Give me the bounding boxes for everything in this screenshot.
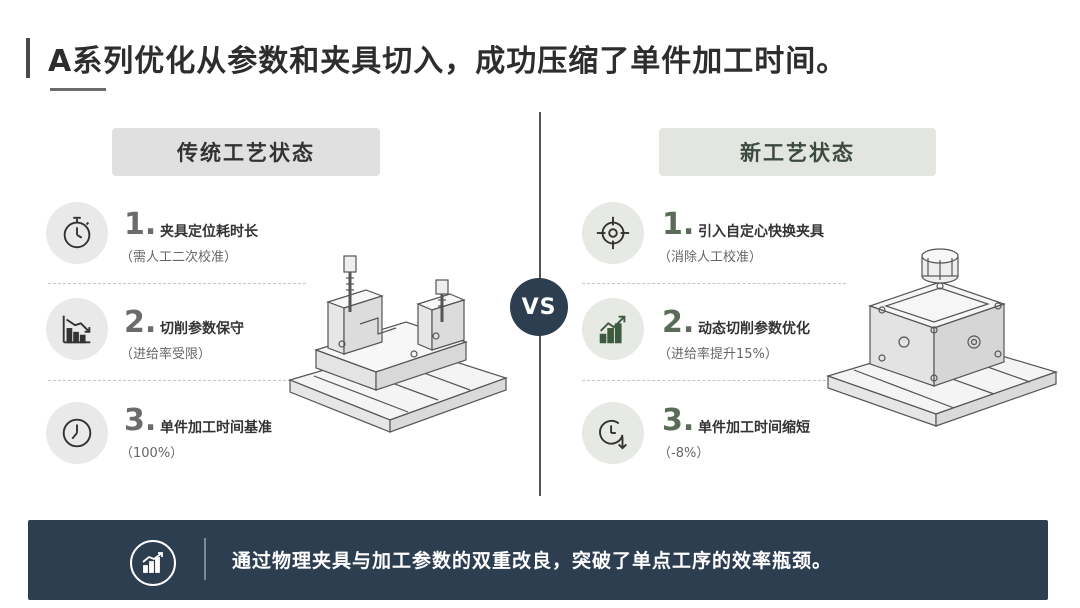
footer-banner [28,520,1048,600]
right-item-1-title: 引入自定心快换夹具 [698,224,824,240]
clock-down-arrow-icon [582,402,644,464]
left-item-3-number: 3. [124,403,157,438]
quick-change-fixture-illustration [826,248,1058,427]
left-item-2-number: 2. [124,305,157,340]
bar-chart-up-icon [582,298,644,360]
right-item-3-title: 单件加工时间缩短 [698,420,810,436]
left-panel-header: 传统工艺状态 [112,128,380,176]
title-accent-bar [26,38,30,78]
growth-chart-icon [130,540,176,586]
right-item-2-sub: （进给率提升15%） [658,347,778,362]
clock-icon [46,402,108,464]
right-separator-2 [582,380,846,381]
right-item-3-number: 3. [662,403,695,438]
right-item-1-number: 1. [662,207,695,242]
left-item-1-title: 夹具定位耗时长 [160,224,258,240]
right-item-3-sub: （-8%） [658,446,710,461]
traditional-fixture-illustration [288,255,508,433]
left-item-1-sub: （需人工二次校准） [120,250,238,265]
left-item-3-title: 单件加工时间基准 [160,420,272,436]
stopwatch-icon [46,202,108,264]
footer-separator [204,538,206,580]
left-separator-2 [48,380,306,381]
footer-text: 通过物理夹具与加工参数的双重改良，突破了单点工序的效率瓶颈。 [232,550,833,572]
left-item-2-title: 切削参数保守 [160,321,244,337]
title-underline [50,88,106,91]
bar-chart-down-icon [46,298,108,360]
right-panel-header: 新工艺状态 [659,128,936,176]
left-separator-1 [48,283,306,284]
left-item-1-number: 1. [124,207,157,242]
page-title: A系列优化从参数和夹具切入，成功压缩了单件加工时间。 [48,44,848,79]
right-item-2-number: 2. [662,305,695,340]
vs-badge: VS [510,278,568,336]
right-separator-1 [582,283,846,284]
right-item-2-title: 动态切削参数优化 [698,321,810,337]
left-item-3-sub: （100%） [120,446,184,461]
left-item-2-sub: （进给率受限） [120,347,212,362]
crosshair-target-icon [582,202,644,264]
right-item-1-sub: （消除人工校准） [658,250,763,265]
